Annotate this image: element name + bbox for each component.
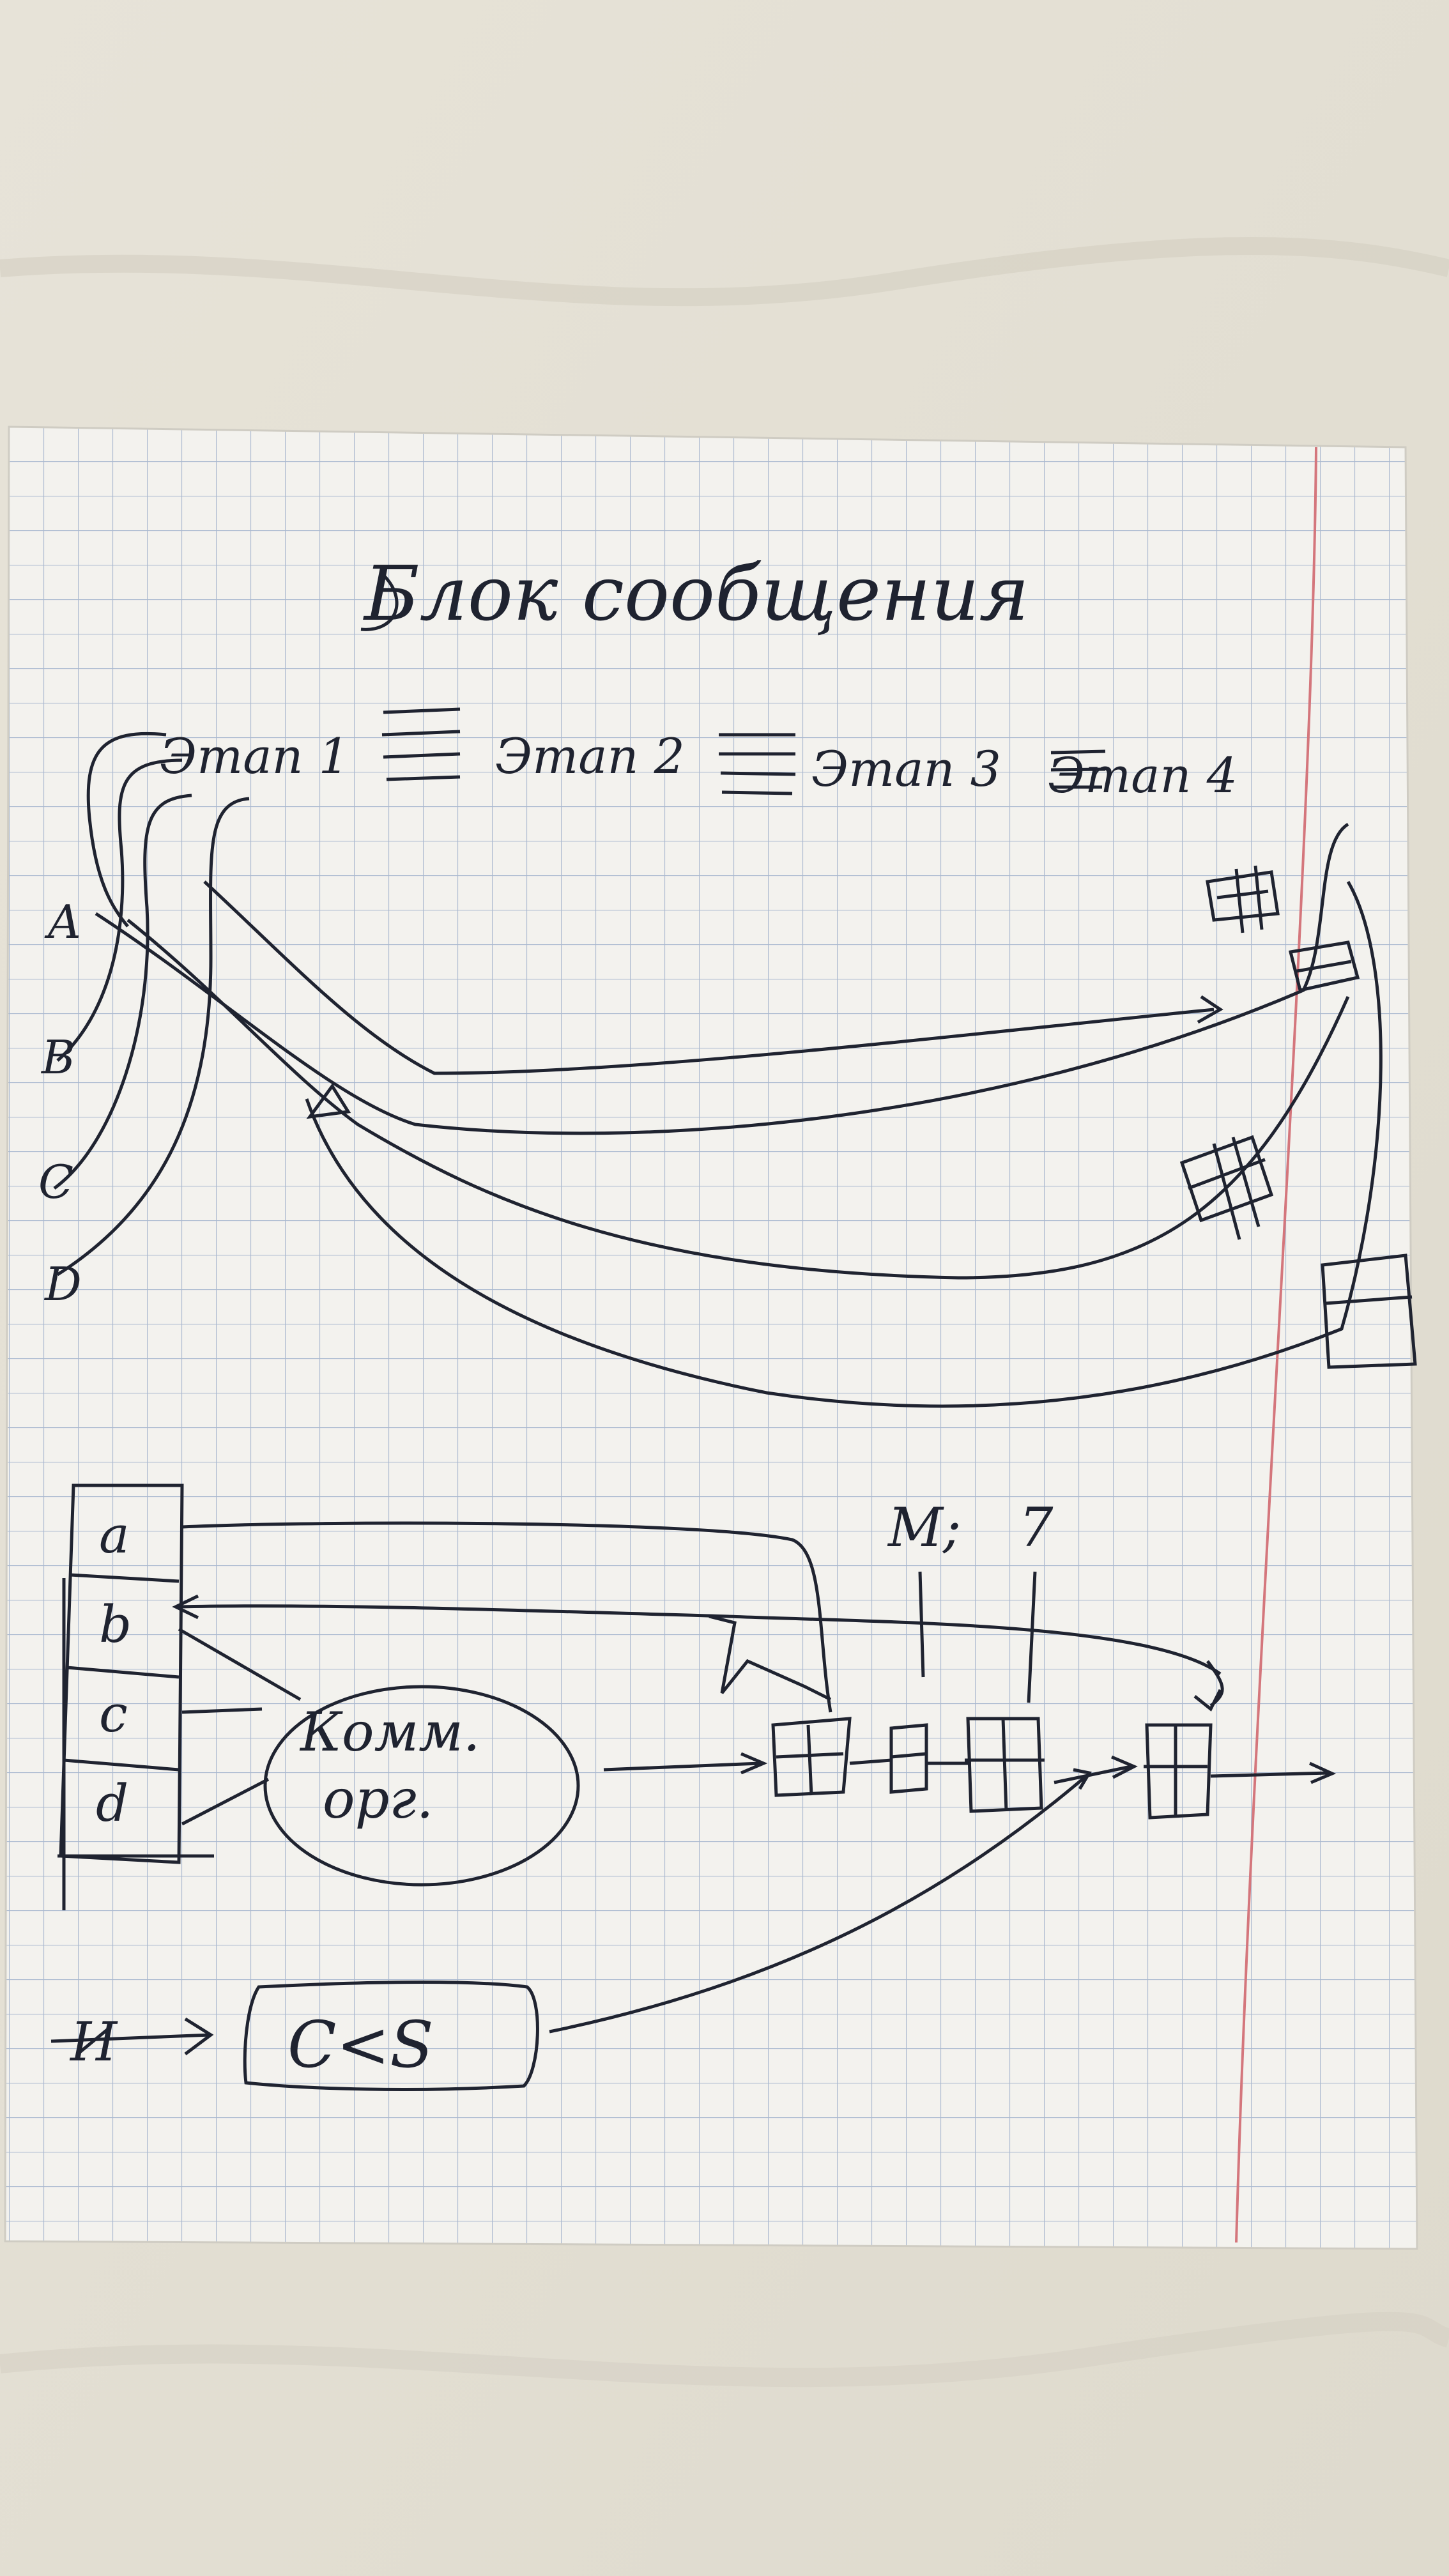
label-7: 7	[1019, 1496, 1054, 1559]
page-title: Блок сообщения	[363, 549, 1029, 638]
stage-2-label: Этап 2	[495, 728, 685, 785]
register-cell-b: b	[99, 1595, 132, 1654]
register-cell-c: c	[99, 1684, 128, 1744]
input-d-label: D	[43, 1257, 82, 1311]
bottom-input-label: И	[69, 2011, 118, 2073]
pipeline-arrow	[1054, 1755, 1138, 1784]
ellipse-node	[263, 1685, 580, 1887]
pipeline-block-4	[1144, 1723, 1213, 1820]
pipeline	[603, 1717, 1337, 1820]
notebook-page	[4, 425, 1418, 2250]
pipeline-arrow	[603, 1752, 768, 1775]
hatched-block	[1179, 1135, 1274, 1240]
equals-marks	[381, 707, 1106, 795]
register-cell-d: d	[96, 1774, 128, 1833]
pipeline-block-1	[771, 1717, 852, 1797]
line-to-b	[172, 1594, 1222, 1676]
hatched-block	[1321, 1254, 1417, 1369]
flow-arrowhead	[1197, 995, 1223, 1024]
stage-1-label: Этап 1	[160, 728, 349, 785]
input-c-label: C	[38, 1155, 73, 1209]
label-m: M;	[887, 1496, 961, 1559]
ellipse-label-line-2: орг.	[323, 1768, 434, 1830]
stage-header: Этап 1 Этап 2 Этап 3 Этап 4	[160, 707, 1238, 804]
line-a-to-block	[181, 1521, 832, 1713]
feedback-lines	[172, 1521, 1224, 1713]
stage-4-label: Этап 4	[1048, 747, 1238, 804]
margin-line	[1235, 447, 1317, 2243]
bottom-input-arrow	[50, 2017, 214, 2055]
fabric-fold	[0, 2312, 1449, 2388]
csp-box	[243, 1981, 539, 2091]
input-a-label: A	[44, 895, 81, 949]
flow-arrowhead	[306, 1083, 351, 1119]
stage-4-blocks	[1179, 865, 1417, 1369]
csp-box-label: C<S	[288, 2007, 434, 2082]
fabric-fold	[0, 237, 1449, 307]
loop-arrow	[1193, 1660, 1224, 1712]
pipeline-arrow	[849, 1758, 892, 1765]
register-connectors	[178, 1627, 302, 1826]
register	[57, 1483, 214, 1910]
ellipse-label-line-1: Комм.	[299, 1701, 480, 1763]
scribble	[709, 1614, 832, 1701]
hatched-block	[1206, 865, 1280, 933]
input-b-label: B	[40, 1031, 75, 1084]
register-cell-a: a	[99, 1505, 130, 1565]
title-underline	[360, 574, 399, 631]
hatched-block	[1288, 940, 1360, 992]
csp-output-arrow	[549, 1768, 1092, 2034]
pipeline-block-3	[965, 1717, 1045, 1813]
input-connectors	[53, 732, 250, 1276]
pipeline-arrow	[1210, 1761, 1337, 1784]
pipeline-block-2	[889, 1723, 928, 1794]
stage-3-label: Этап 3	[811, 740, 1001, 797]
